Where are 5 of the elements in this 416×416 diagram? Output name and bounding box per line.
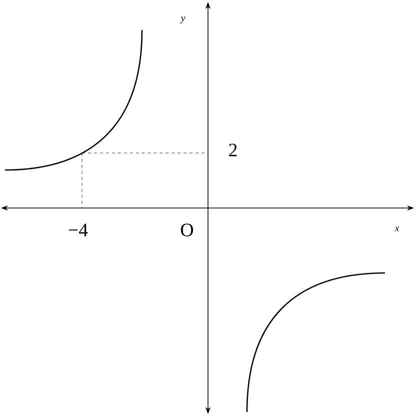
- origin-label: O: [180, 224, 194, 236]
- axis-label: y: [180, 16, 186, 24]
- tick-label: 2: [229, 144, 237, 156]
- tick-label: −4: [68, 224, 88, 236]
- axis-label: x: [394, 226, 400, 232]
